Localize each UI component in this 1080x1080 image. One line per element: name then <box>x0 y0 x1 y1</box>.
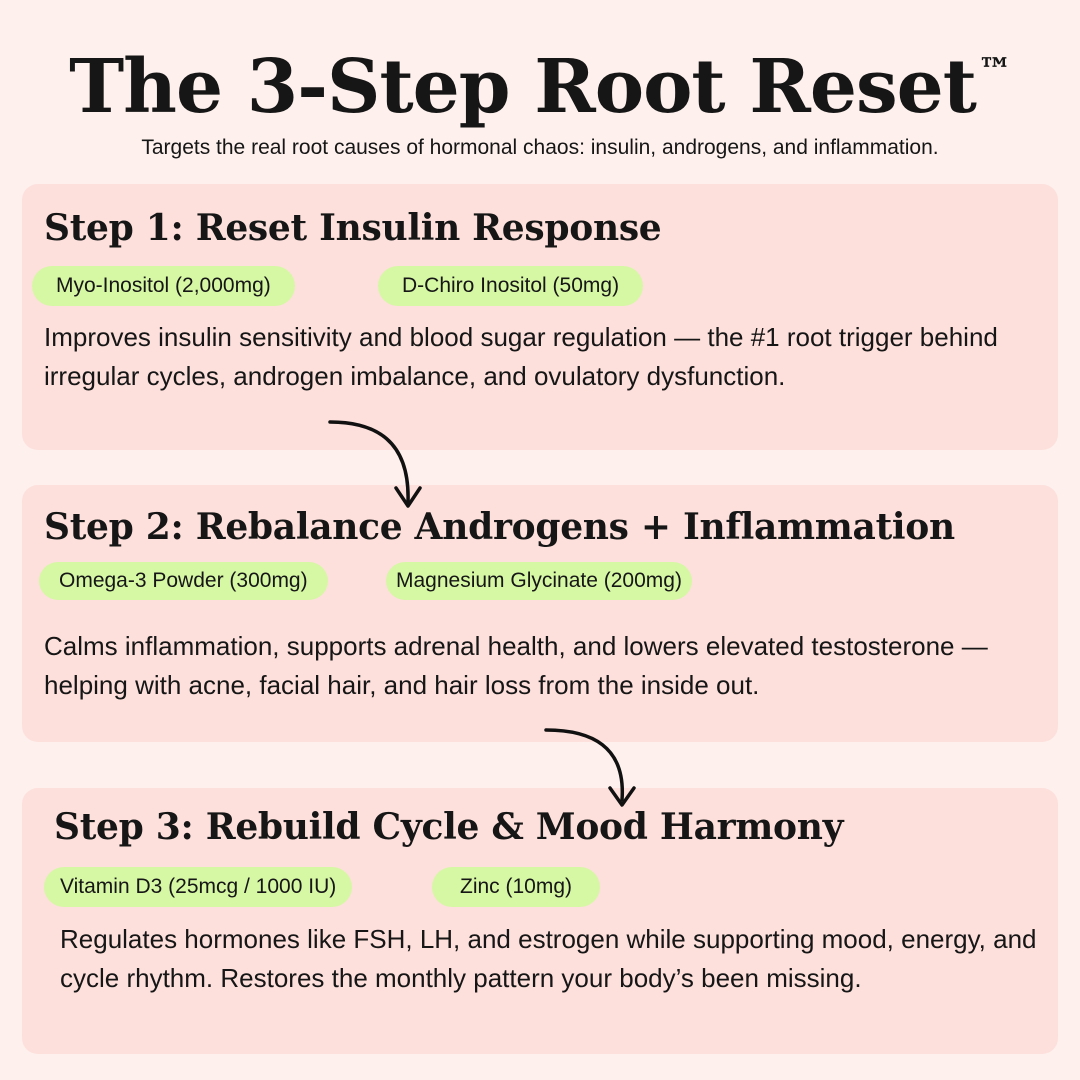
step-1-description: Improves insulin sensitivity and blood s… <box>44 322 998 391</box>
ingredient-pill: Myo-Inositol (2,000mg) <box>32 266 295 306</box>
page-title: The 3-Step Root Reset™ <box>0 26 1080 132</box>
ingredient-pill: Zinc (10mg) <box>432 867 601 907</box>
step-3-title: Step 3: Rebuild Cycle & Mood Harmony <box>54 806 844 848</box>
step-2-description: Calms inflammation, supports adrenal hea… <box>44 631 988 700</box>
ingredient-pill: Vitamin D3 (25mcg / 1000 IU) <box>44 867 353 907</box>
curved-arrow-icon <box>544 728 636 807</box>
ingredient-pill: Magnesium Glycinate (200mg) <box>386 562 692 600</box>
trademark-mark: ™ <box>977 51 1012 91</box>
step-3-card: Step 3: Rebuild Cycle & Mood Harmony Vit… <box>22 788 1058 1054</box>
ingredient-pill: Omega-3 Powder (300mg) <box>39 562 328 600</box>
step-3-description: Regulates hormones like FSH, LH, and est… <box>60 924 1037 993</box>
page-title-text: The 3-Step Root Reset <box>69 44 977 130</box>
step-1-title: Step 1: Reset Insulin Response <box>44 207 662 249</box>
curved-arrow-icon <box>328 420 422 508</box>
ingredient-pill: D-Chiro Inositol (50mg) <box>378 266 644 306</box>
step-1-card: Step 1: Reset Insulin Response Myo-Inosi… <box>22 184 1058 450</box>
step-2-card: Step 2: Rebalance Androgens + Inflammati… <box>22 485 1058 742</box>
step-2-title: Step 2: Rebalance Androgens + Inflammati… <box>44 506 955 548</box>
page-subtitle: Targets the real root causes of hormonal… <box>141 136 939 159</box>
